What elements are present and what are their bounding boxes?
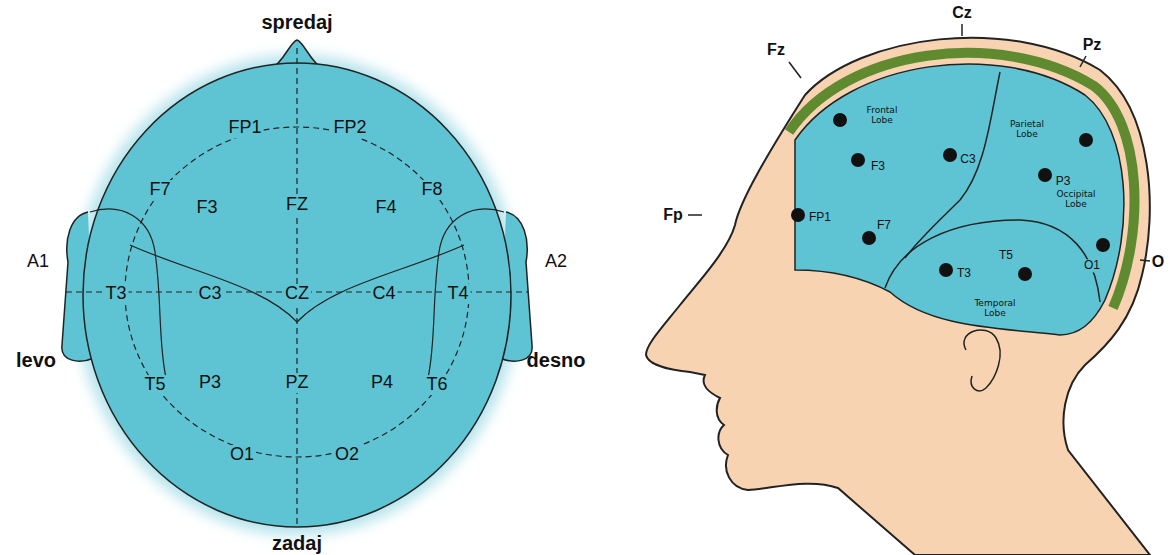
electrode-label: P3 [1055,175,1072,188]
direction-label: spredaj [261,11,332,33]
electrode-label: F4 [373,198,398,218]
tick-mark [1140,260,1150,261]
electrode-dot [833,113,847,127]
electrode-label: C3 [196,284,223,304]
lobe-label: Frontal Lobe [858,106,906,126]
tick-mark [789,62,801,78]
brain-outline [795,64,1124,335]
direction-label: zadaj [272,532,322,554]
electrode-dot [1038,168,1052,182]
electrode-label: F7 [147,180,172,200]
electrode-dots [791,113,1110,281]
electrode-label: CZ [283,284,311,304]
electrode-label: T5 [998,249,1014,262]
head-profile [646,38,1150,555]
lobe-label: Occipital Lobe [1048,190,1104,210]
electrode-label: Pz [1083,36,1102,54]
electrode-dot [943,148,957,162]
coronal-line [130,245,464,322]
tick-mark [1080,56,1086,67]
electrode-dot [862,231,876,245]
electrode-dot [939,263,953,277]
electrode-label: FP1 [226,118,263,138]
direction-label: desno [527,349,586,371]
electrode-label: T6 [424,375,449,395]
electrode-label: A1 [27,252,49,272]
electrode-label: O2 [333,445,361,465]
electrode-label: Cz [952,4,972,22]
electrode-dot [1096,238,1110,252]
direction-label: levo [16,349,56,371]
electrode-label: FP2 [331,118,368,138]
lobe-label: Temporal Lobe [967,299,1023,319]
electrode-label: F3 [194,198,219,218]
electrode-dot [791,208,805,222]
lobe-label: Parietal Lobe [1001,120,1053,140]
tick-mark [961,24,963,36]
electrode-label: A2 [545,252,567,272]
electrode-label: FZ [284,195,310,215]
electrode-label: C4 [370,284,397,304]
tick-mark [688,214,702,216]
temporal-boundary [885,220,1100,302]
electrode-dot [1079,133,1093,147]
electrode-label: O [1152,253,1164,271]
electrode-label: FP1 [808,211,832,224]
electrode-label: T5 [142,375,167,395]
right-ear-line [428,209,504,378]
electrode-label: T3 [956,267,972,280]
left-ear-line [90,209,166,378]
electrode-label: T4 [445,284,470,304]
electrode-label: T3 [103,284,128,304]
electrode-label: P4 [369,373,395,393]
electrode-label: F3 [870,160,886,173]
electrode-label: PZ [283,373,310,393]
electrode-label: C3 [959,153,976,166]
electrode-label: P3 [197,373,223,393]
ear [964,330,1000,391]
electrode-label: O1 [1083,259,1101,272]
electrode-dot [851,153,865,167]
electrode-label: Fp [663,206,683,224]
electrode-label: F7 [876,219,892,232]
electrode-label: Fz [767,41,785,59]
electrode-dot [1018,267,1032,281]
tick-marks [688,24,1150,261]
electrode-label: O1 [228,445,256,465]
electrode-label: F8 [419,180,444,200]
